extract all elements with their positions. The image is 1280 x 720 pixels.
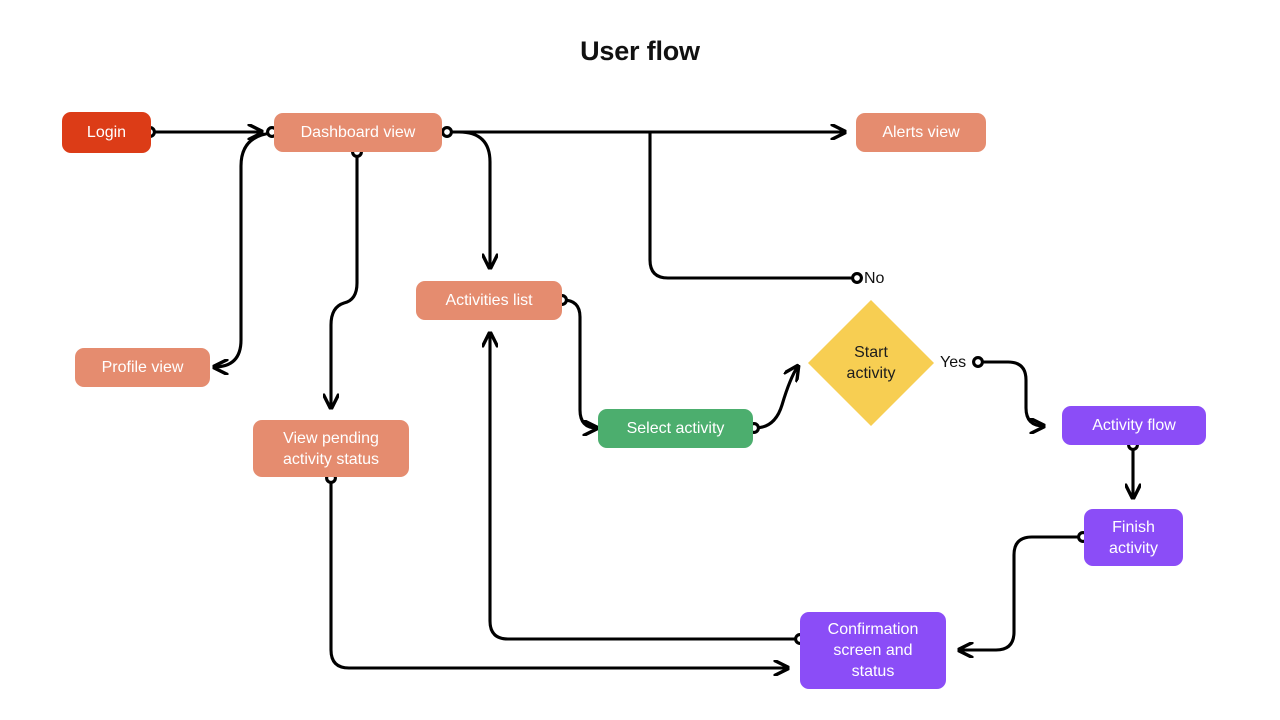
port-start-no [851, 272, 863, 284]
node-select-activity-label: Select activity [626, 420, 725, 437]
edge-finish-to-confirmation [959, 535, 1083, 650]
port-dashboard-right [441, 126, 453, 138]
edge-confirmation-to-activities [490, 333, 800, 641]
edge-start-yes-to-activityflow [978, 360, 1044, 426]
node-confirmation-screen-and-status-label: Confirmation screen and status [827, 621, 919, 680]
node-alerts-view-label: Alerts view [882, 124, 960, 141]
node-confirmation-screen-and-status[interactable]: Confirmation screen and status [800, 612, 946, 689]
edge-dashboard-to-viewpending [331, 151, 359, 408]
node-start-activity-label: Start activity [846, 344, 896, 382]
edge-dashboard-to-profile [214, 131, 274, 367]
node-activities-list-label: Activities list [445, 292, 533, 309]
node-view-pending-activity-status-label: View pending activity status [282, 429, 380, 468]
node-view-pending-activity-status[interactable]: View pending activity status [253, 420, 409, 477]
node-dashboard-view-label: Dashboard view [300, 124, 416, 141]
node-finish-activity[interactable]: Finish activity [1084, 509, 1183, 566]
page-title: User flow [580, 36, 700, 66]
edge-activities-to-select [561, 298, 597, 428]
edge-label-no: No [864, 270, 885, 287]
node-select-activity[interactable]: Select activity [598, 409, 753, 448]
node-login[interactable]: Login [62, 112, 151, 153]
node-finish-activity-label: Finish activity [1109, 518, 1158, 557]
edge-dashboard-to-activities [457, 130, 490, 268]
edge-label-yes: Yes [940, 354, 967, 371]
node-activities-list[interactable]: Activities list [416, 281, 562, 320]
node-start-activity[interactable]: Start activity [808, 300, 934, 426]
node-profile-view-label: Profile view [101, 359, 184, 376]
node-activity-flow-label: Activity flow [1092, 417, 1176, 434]
edge-viewpending-to-confirmation [329, 477, 788, 668]
node-profile-view[interactable]: Profile view [75, 348, 210, 387]
edge-start-no-to-dashboard [458, 130, 857, 280]
node-dashboard-view[interactable]: Dashboard view [274, 113, 442, 152]
node-login-label: Login [86, 124, 127, 141]
port-start-yes [972, 356, 984, 368]
node-alerts-view[interactable]: Alerts view [856, 113, 986, 152]
node-activity-flow[interactable]: Activity flow [1062, 406, 1206, 445]
connector-dots [144, 126, 1139, 645]
edge-select-to-start [753, 366, 798, 430]
